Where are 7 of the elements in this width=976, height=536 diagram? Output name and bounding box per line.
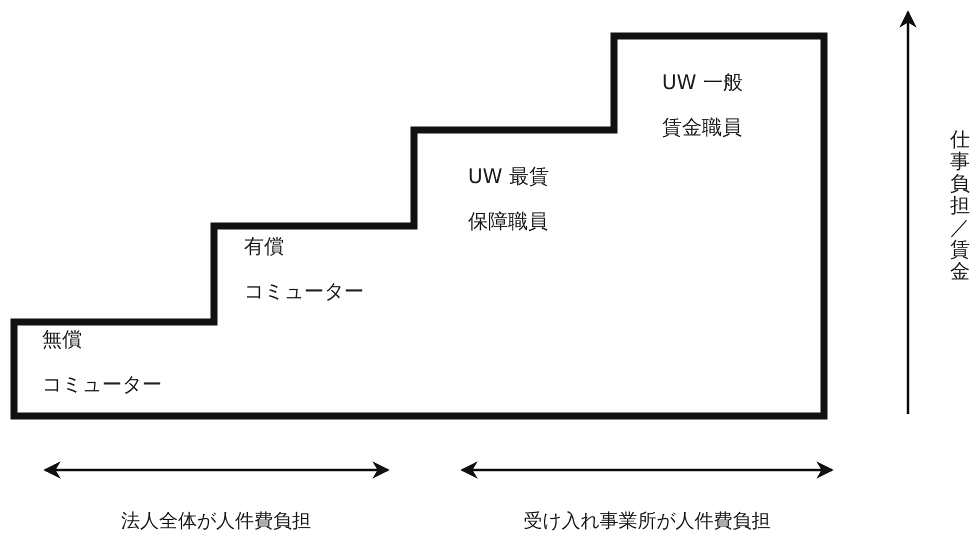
step-label: UW 最賃保障職員: [468, 163, 549, 235]
axis-label: 仕事負担／賃金: [950, 128, 970, 282]
step-label: UW 一般賃金職員: [662, 69, 743, 141]
range-label: 法人全体が人件費負担: [121, 509, 311, 534]
step-label: 有償コミューター: [244, 233, 364, 305]
range-label: 受け入れ事業所が人件費負担: [524, 509, 770, 534]
step-label: 無償コミューター: [42, 326, 162, 398]
